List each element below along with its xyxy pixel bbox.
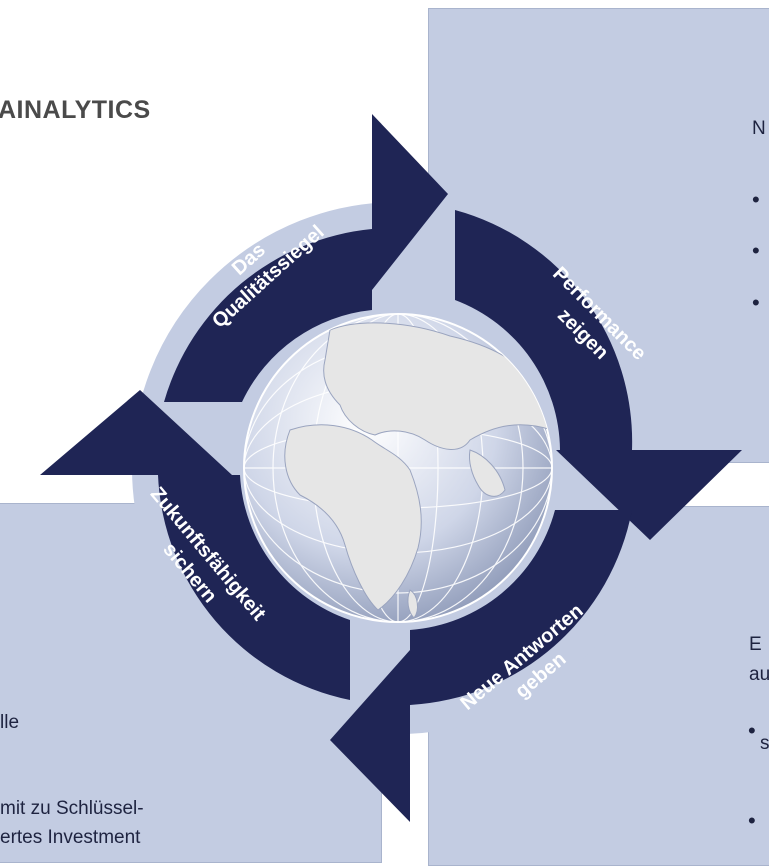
bullet-point: • — [752, 290, 760, 315]
globe-icon — [243, 313, 553, 623]
bullet-point: • — [752, 238, 760, 263]
bullet-point: • — [748, 808, 756, 833]
panel-bottom-left-line2: mit zu Schlüssel- — [0, 798, 144, 819]
panel-bottom-right-line2: au — [749, 664, 769, 685]
bullet-point: • — [748, 718, 756, 743]
arrow-left — [40, 390, 350, 700]
arrow-right — [455, 210, 742, 540]
arrow-top — [164, 114, 448, 402]
bullet-point: • — [752, 187, 760, 212]
arrow-bottom — [330, 510, 632, 822]
panel-top-right-heading: N — [752, 118, 766, 139]
panel-bottom-right-line3: s — [760, 733, 769, 754]
panel-bottom-left-line3: ertes Investment — [0, 827, 141, 848]
brand-logo-text: AINALYTICS — [0, 96, 151, 124]
panel-bottom-right-line1: E — [749, 634, 762, 655]
panel-bottom-left-line1: lle — [0, 712, 20, 733]
